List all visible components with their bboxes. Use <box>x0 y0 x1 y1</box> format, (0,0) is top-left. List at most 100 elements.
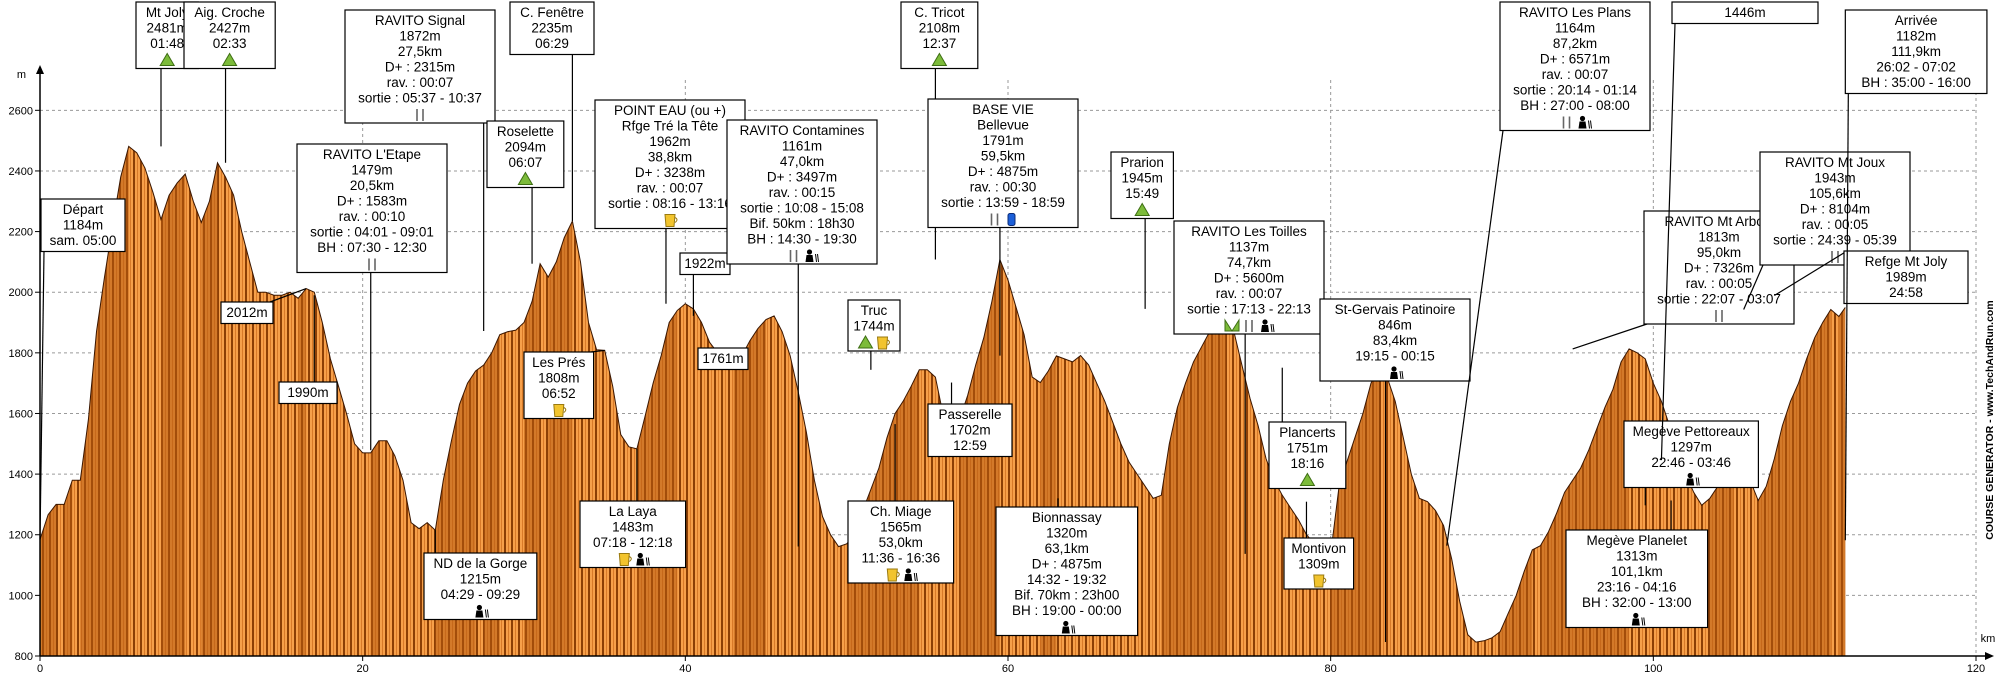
annotation-label: POINT EAU (ou +)Rfge Tré la Tête1962m38,… <box>594 99 746 304</box>
profile-steep-segment <box>749 328 758 656</box>
annotation-text: 1137m <box>1229 240 1269 255</box>
annotation-text: rav. : 00:07 <box>1542 67 1609 82</box>
annotation-text: 2427m <box>209 21 250 36</box>
profile-steep-segment <box>564 221 573 656</box>
food-icon <box>368 258 376 271</box>
profile-steep-segment <box>96 277 105 656</box>
annotation-text: 53,0km <box>879 535 923 550</box>
annotation-text: 24:58 <box>1889 285 1923 300</box>
summit-icon <box>931 52 948 66</box>
person-body <box>1578 121 1587 129</box>
person-detail <box>1399 370 1404 380</box>
y-axis-label: m <box>17 69 26 81</box>
profile-steep-segment <box>556 237 565 656</box>
person-detail <box>645 557 650 566</box>
annotation-box <box>1173 220 1325 335</box>
annotation-text: 95,0km <box>1697 245 1741 260</box>
person-body <box>1686 478 1695 486</box>
annotation-text: 15:49 <box>1125 186 1159 201</box>
profile-steep-segment <box>201 201 210 657</box>
annotation-text: 1164m <box>1555 21 1595 36</box>
annotation-text: 59,5km <box>981 149 1025 164</box>
annotation-text: 1922m <box>684 256 725 271</box>
profile-steep-segment <box>1177 383 1186 656</box>
annotation-text: 2094m <box>505 140 546 155</box>
annotation-text: C. Tricot <box>914 5 965 20</box>
profile-steep-segment <box>983 301 992 656</box>
annotation-leader <box>1844 93 1849 541</box>
profile-steep-segment <box>1758 486 1767 656</box>
annotation-leader <box>1774 250 1848 297</box>
profile-steep-segment <box>1782 401 1791 656</box>
annotation-text: Roselette <box>497 124 554 139</box>
person-body <box>636 558 645 566</box>
person-detail <box>1071 625 1076 634</box>
profile-steep-segment <box>1169 407 1178 656</box>
profile-steep-segment <box>161 195 170 656</box>
annotation-text: 06:07 <box>509 155 543 170</box>
person-icon <box>904 568 918 582</box>
annotation-text: 27,5km <box>398 44 442 59</box>
annotation-text: BH : 14:30 - 19:30 <box>747 232 857 247</box>
food-icon <box>1715 310 1723 322</box>
person-detail <box>1641 617 1646 626</box>
person-head <box>1063 620 1069 627</box>
annotation-text: rav. : 00:05 <box>1802 217 1869 232</box>
cup-shape <box>886 568 898 582</box>
person-icon <box>1686 472 1700 486</box>
annotation-text: 01:48 <box>150 36 184 51</box>
y-tick-label: 2200 <box>9 227 33 239</box>
cup-shape <box>618 553 630 566</box>
profile-steep-segment <box>80 419 89 656</box>
annotation-text: 1320m <box>1046 526 1087 541</box>
annotation-text: La Laya <box>609 504 658 519</box>
annotation-box <box>927 98 1079 229</box>
annotation-text: sortie : 20:14 - 01:14 <box>1513 83 1637 98</box>
profile-steep-segment <box>548 261 557 656</box>
person-body <box>1390 372 1398 379</box>
profile-steep-segment <box>1766 458 1775 656</box>
person-head <box>1579 115 1586 122</box>
cup-handle <box>1323 577 1327 584</box>
summit-shape <box>517 171 534 185</box>
x-tick-label: 0 <box>37 663 43 675</box>
x-tick-label: 40 <box>679 663 691 675</box>
person-icon <box>1061 620 1076 634</box>
valley-shape <box>1224 318 1240 332</box>
person-head <box>905 568 911 574</box>
annotation-text: Megève Planelet <box>1587 533 1688 548</box>
annotation-label: 1761m <box>697 347 749 371</box>
y-tick-label: 1200 <box>9 530 33 542</box>
annotation-box <box>344 9 496 124</box>
person-detail <box>1695 477 1700 486</box>
y-tick-label: 2000 <box>9 287 33 299</box>
bottle-shape <box>1007 213 1016 226</box>
person-detail <box>815 253 819 263</box>
profile-steep-segment <box>1508 595 1517 656</box>
profile-steep-segment <box>975 337 984 656</box>
profile-steep-segment <box>1354 413 1363 656</box>
annotation-text: 1483m <box>612 520 653 535</box>
profile-steep-segment <box>1209 321 1218 656</box>
annotation-text: RAVITO Signal <box>375 13 465 28</box>
food-icon <box>789 250 798 262</box>
water-icon <box>1313 574 1327 588</box>
annotation-text: 1479m <box>351 163 392 178</box>
water-icon <box>664 214 678 227</box>
annotation-text: sortie : 22:07 - 03:07 <box>1657 292 1781 307</box>
credit-text: COURSE GENERATOR - www.TechAndRun.com <box>1984 300 1996 539</box>
profile-steep-segment <box>1217 308 1226 656</box>
profile-steep-segment <box>1556 492 1565 656</box>
person-head <box>476 604 482 611</box>
annotation-text: D+ : 3238m <box>635 165 705 180</box>
x-axis-arrow <box>1985 652 1994 660</box>
annotation-text: 11:36 - 16:36 <box>862 551 941 566</box>
summit-shape <box>1299 472 1316 486</box>
person-detail <box>1588 120 1592 129</box>
